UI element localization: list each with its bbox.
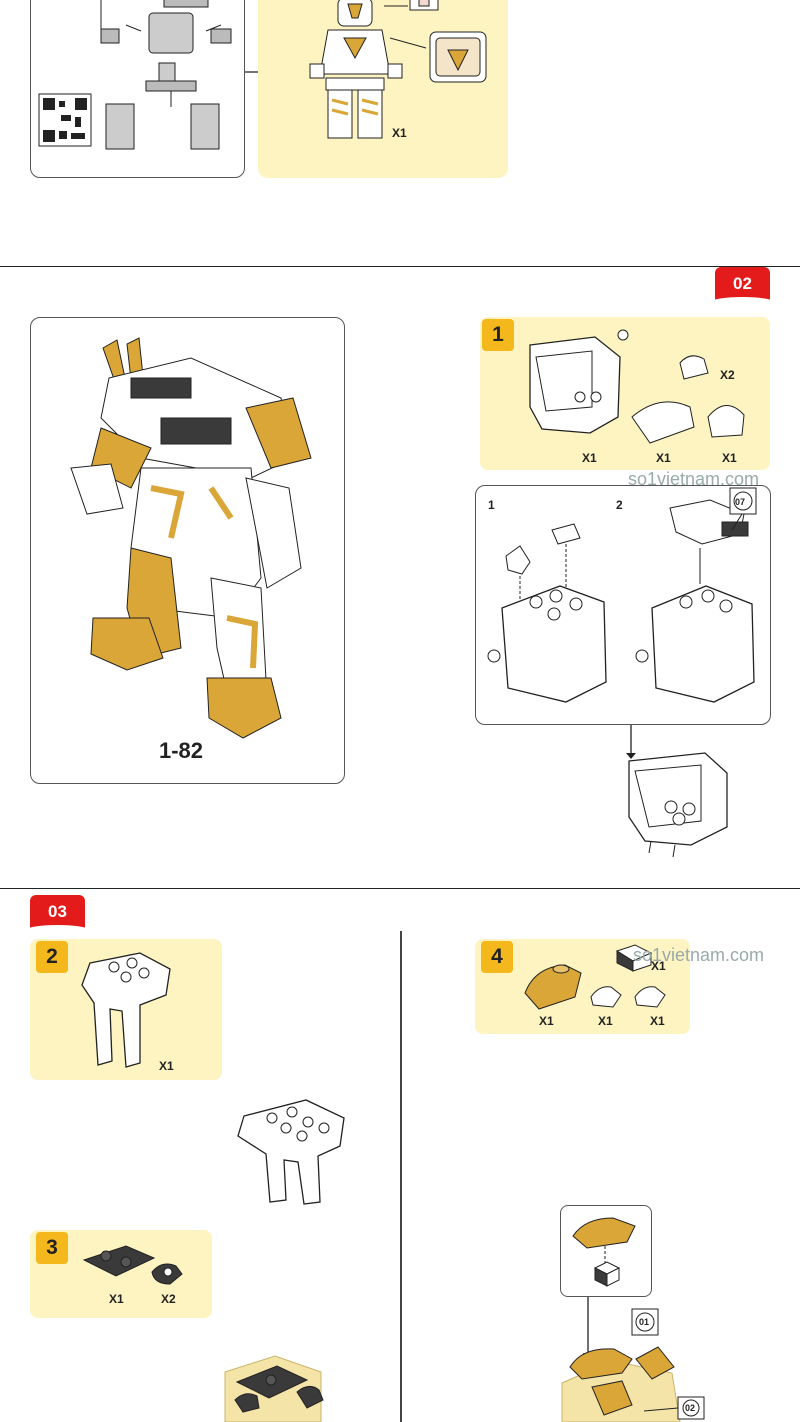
page-number-tab: 02 [711, 267, 774, 307]
step-3-result-illustration [224, 1355, 324, 1422]
step-4-badge: 4 [481, 941, 513, 973]
substep-1-label: 1 [488, 498, 495, 512]
step-4-qty-d: X1 [650, 1014, 665, 1028]
section-page-03: 03 2 X1 3 X1 X2 [0, 889, 800, 1422]
model-preview-panel: 1-82 [30, 317, 345, 784]
step-3-panel: 3 X1 X2 [30, 1230, 212, 1318]
step-4-result-illustration [561, 1308, 705, 1422]
step-3-qty-b: X2 [161, 1292, 176, 1306]
step-4-detail-illustration [572, 1217, 636, 1287]
robot-model-illustration [70, 337, 312, 739]
callout-ref-07: 07 [735, 497, 746, 507]
callout-ref-02: 02 [685, 1403, 696, 1413]
step-1-qty-d: X1 [722, 451, 737, 465]
step-1-parts-illustration [529, 329, 745, 444]
step-2-badge: 2 [36, 941, 68, 973]
section-page-02: 02 1-82 1 [0, 267, 800, 889]
step-2-panel: 2 X1 [30, 939, 222, 1080]
minifig-parts-illustration [38, 0, 232, 150]
step-3-qty-a: X1 [109, 1292, 124, 1306]
step-1-qty-c: X1 [656, 451, 671, 465]
step-2-part-illustration [81, 952, 171, 1068]
column-divider [400, 931, 402, 1422]
minifig-illustration [309, 0, 487, 139]
step-4-qty-c: X1 [598, 1014, 613, 1028]
step-1-result-illustration [628, 752, 728, 858]
model-piece-count: 1-82 [159, 738, 204, 763]
step-4-detail-panel [560, 1205, 652, 1297]
substep-2-label: 2 [616, 498, 623, 512]
step-1-qty-b: X2 [720, 368, 735, 382]
qr-code [38, 93, 92, 147]
step-1-badge: 1 [482, 319, 514, 351]
minifig-panel: X1 [258, 0, 508, 178]
watermark-2: so1vietnam.com [633, 945, 765, 965]
step-2-qty: X1 [159, 1059, 174, 1073]
result-arrow [626, 725, 636, 759]
substeps-illustration [487, 487, 757, 703]
step-2-result-illustration [237, 1099, 345, 1205]
step-1-panel: 1 X1 X2 X1 X1 [480, 317, 770, 470]
substeps-panel: 1 2 07 [475, 485, 771, 725]
step-1-qty-a: X1 [582, 451, 597, 465]
step-4-qty-b: X1 [539, 1014, 554, 1028]
watermark: so1vietnam.com [628, 469, 760, 489]
callout-ref-01: 01 [639, 1317, 650, 1327]
step-4-qty-a: X1 [651, 959, 666, 973]
section-top: X1 [0, 0, 800, 267]
assembly-panel [30, 0, 245, 178]
step-4-panel: 4 X1 X1 X1 X1 [475, 939, 690, 1034]
page-number-tab-03: 03 [26, 895, 89, 935]
step-3-badge: 3 [36, 1232, 68, 1264]
minifig-qty: X1 [392, 126, 407, 140]
step-4-parts-illustration [524, 944, 666, 1010]
step-3-parts-illustration [82, 1245, 183, 1285]
